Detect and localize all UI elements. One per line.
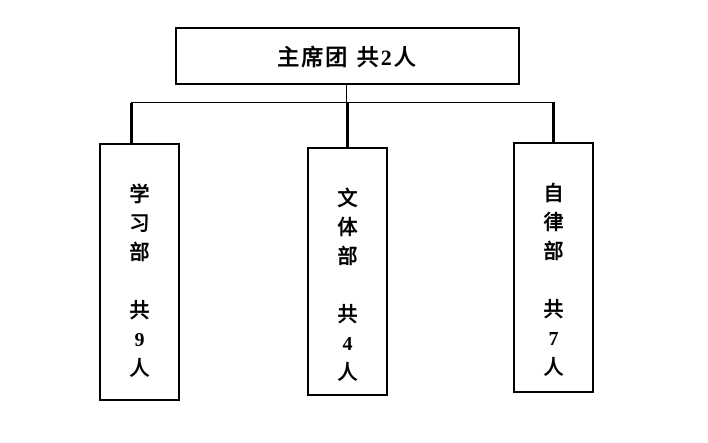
- dept-node-self-discipline: 自 律 部 共 7 人: [513, 142, 594, 393]
- dept-node-study-label: 学 习 部 共 9 人: [129, 184, 150, 380]
- dept-node-study: 学 习 部 共 9 人: [99, 143, 180, 401]
- dept-node-self-discipline-label: 自 律 部 共 7 人: [543, 183, 564, 379]
- connector-root-drop: [346, 85, 347, 103]
- connector-stub-1: [130, 103, 133, 143]
- root-node-label: 主席团 共2人: [277, 45, 418, 70]
- connector-stub-3: [552, 103, 555, 142]
- dept-node-culture-sports-label: 文 体 部 共 4 人: [337, 188, 358, 384]
- connector-horizontal: [131, 102, 555, 103]
- connector-stub-2: [346, 103, 349, 147]
- dept-node-culture-sports: 文 体 部 共 4 人: [307, 147, 388, 396]
- root-node: 主席团 共2人: [175, 27, 520, 85]
